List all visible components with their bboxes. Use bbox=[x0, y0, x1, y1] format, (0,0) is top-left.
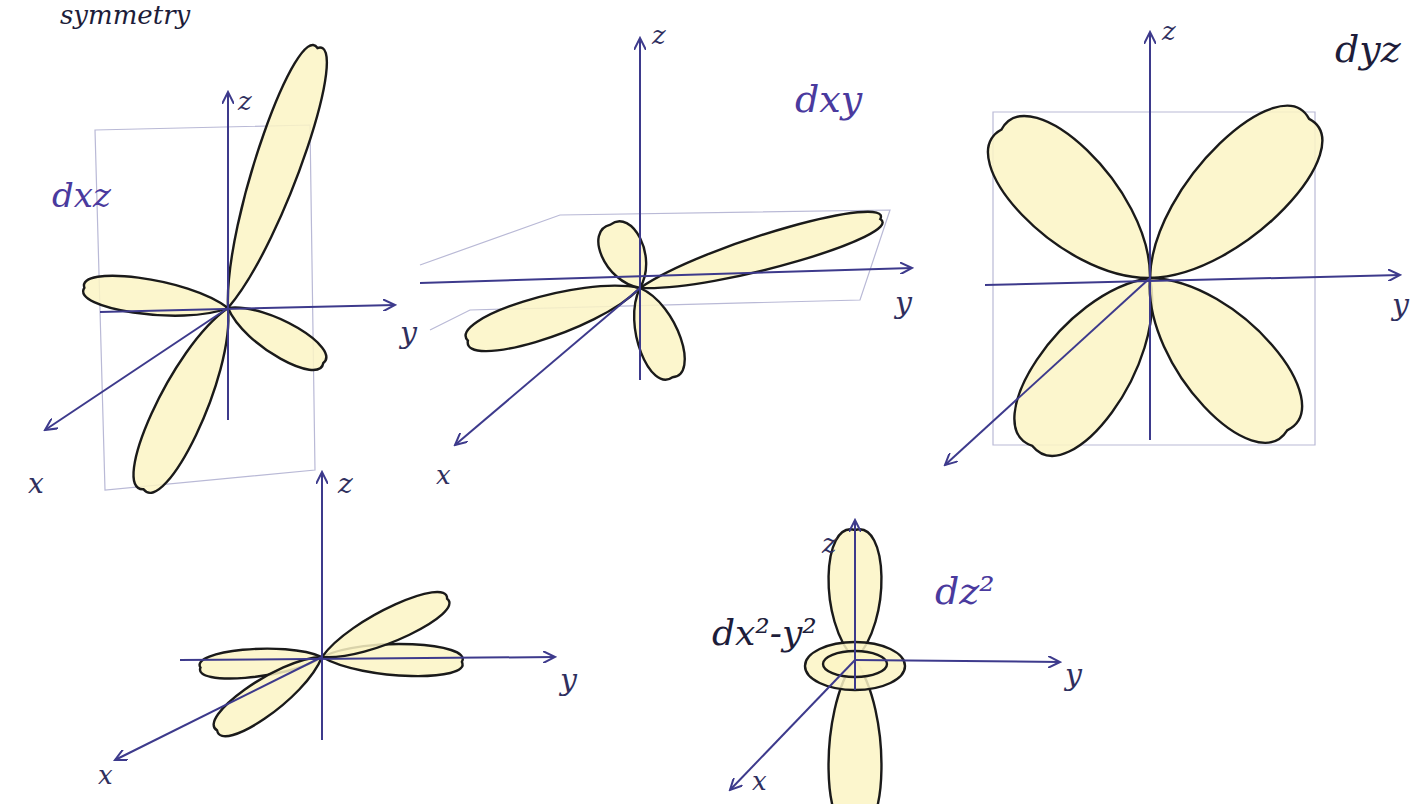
axis-label: x bbox=[752, 768, 767, 794]
coordinate-axis bbox=[985, 275, 1400, 285]
axis-label: x bbox=[28, 470, 44, 498]
coordinate-axis bbox=[420, 268, 912, 283]
axis-label: z bbox=[652, 22, 666, 48]
coordinate-axis bbox=[730, 660, 855, 790]
orbital-name: dz² bbox=[935, 572, 995, 610]
axis-label: x bbox=[98, 762, 113, 788]
orbital-name: dxy bbox=[795, 80, 862, 118]
orbital-lobe bbox=[1150, 278, 1302, 443]
coordinate-axis bbox=[455, 288, 640, 445]
coordinate-axis bbox=[100, 305, 395, 312]
axis-label: z bbox=[338, 470, 353, 498]
axis-label: z bbox=[1162, 18, 1176, 44]
orbital-lobe bbox=[1150, 106, 1322, 278]
coordinate-axis bbox=[855, 660, 1060, 662]
coordinate-axis bbox=[321, 472, 323, 740]
orbital-lobe bbox=[1014, 278, 1152, 456]
orbital-lobe bbox=[322, 592, 450, 657]
orbital-lobe bbox=[214, 657, 322, 736]
orbital-lobe bbox=[228, 308, 326, 370]
orbital-name: dx²-y² bbox=[712, 615, 817, 651]
axis-label: y bbox=[560, 665, 577, 695]
axis-label: z bbox=[822, 530, 837, 558]
orbital-name: dxz bbox=[52, 178, 111, 212]
orbital-lobe bbox=[133, 308, 228, 493]
axis-label: y bbox=[895, 288, 912, 318]
orbital-lobe bbox=[988, 116, 1150, 278]
cropped-heading: symmetry bbox=[60, 2, 190, 28]
orbital-name: dyz bbox=[1335, 30, 1401, 68]
orbital-lobe bbox=[228, 45, 327, 308]
orbital-lobe bbox=[640, 212, 883, 288]
coordinate-axis bbox=[227, 92, 229, 420]
coordinate-axis bbox=[180, 657, 555, 660]
orbital-lobe bbox=[466, 286, 640, 351]
coordinate-axis bbox=[45, 308, 228, 430]
axis-label: y bbox=[400, 318, 417, 348]
axis-label: y bbox=[1392, 290, 1409, 320]
coordinate-axis bbox=[1149, 32, 1151, 440]
axis-label: y bbox=[1065, 660, 1082, 690]
coordinate-axis bbox=[854, 520, 856, 690]
coordinate-axis bbox=[115, 657, 322, 760]
coordinate-axis bbox=[945, 278, 1150, 465]
axis-label: x bbox=[436, 462, 451, 488]
orbital-lobe bbox=[634, 288, 685, 380]
axis-label: z bbox=[238, 88, 252, 114]
coordinate-axis bbox=[639, 38, 641, 380]
